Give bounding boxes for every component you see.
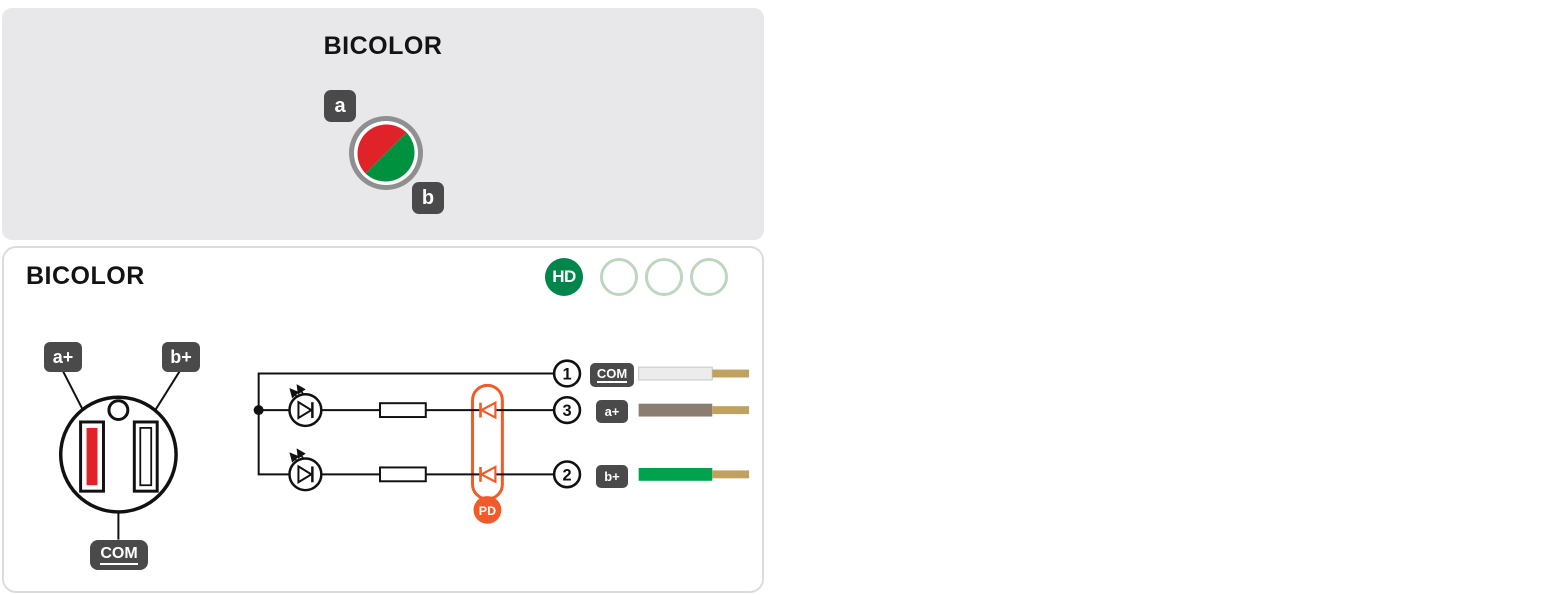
led-half-b <box>365 132 415 182</box>
wire-a-plus-tip <box>712 406 750 415</box>
detail-panel: BICOLOR HD <box>2 246 764 593</box>
detail-panel-title: BICOLOR <box>26 262 145 290</box>
pin-label-b-plus: b+ <box>162 342 200 372</box>
terminal-2-label: b+ <box>596 465 628 488</box>
pin-slot-a-contact <box>86 427 98 486</box>
pin-slot-b-contact <box>139 427 153 487</box>
led-label-b: b <box>412 182 444 214</box>
led-symbol-b <box>288 448 323 492</box>
rating-circle-1 <box>600 258 638 296</box>
top-panel-title: BICOLOR <box>323 32 443 60</box>
protection-diode-b <box>479 465 497 484</box>
circuit-schematic: PD 1 3 2 <box>253 359 750 524</box>
wire-com <box>638 366 750 381</box>
protection-diode-a <box>479 400 497 420</box>
led-half-a <box>357 124 407 174</box>
resistor-a <box>379 402 427 419</box>
terminal-2: 2 <box>552 460 582 489</box>
rating-circle-2 <box>645 258 683 296</box>
junction-dot <box>253 405 264 416</box>
terminal-1-label: COM <box>590 363 634 387</box>
pd-badge-label: PD <box>479 504 496 518</box>
terminal-2-number: 2 <box>562 466 571 484</box>
wiring-diagram: PD 1 3 2 <box>58 359 750 540</box>
led-label-a: a <box>324 90 356 122</box>
terminal-1-number: 1 <box>562 366 571 384</box>
resistor-b <box>379 466 427 483</box>
pin-label-com-text: COM <box>100 545 138 565</box>
protection-diode-box <box>471 383 504 501</box>
terminal-1: 1 <box>552 359 582 388</box>
hd-badge: HD <box>545 258 583 296</box>
wire-b-plus-tip <box>712 470 750 479</box>
wire-b-plus <box>638 467 750 481</box>
led-symbol-a <box>288 384 323 428</box>
top-panel: BICOLOR a b <box>2 8 764 240</box>
wire-a-plus <box>638 403 750 417</box>
bicolor-led-indicator <box>349 116 423 190</box>
pin-label-a-plus: a+ <box>44 342 82 372</box>
wire-com-tip <box>712 369 750 378</box>
terminal-3-label: a+ <box>596 400 628 423</box>
rating-circle-3 <box>690 258 728 296</box>
pin-label-com: COM <box>90 540 148 570</box>
connector-pinout <box>58 370 181 540</box>
terminal-1-label-text: COM <box>596 366 628 383</box>
connector-keyway <box>107 399 130 421</box>
pd-badge: PD <box>473 496 502 524</box>
terminal-3: 3 <box>552 395 582 425</box>
terminal-3-number: 3 <box>562 402 571 420</box>
